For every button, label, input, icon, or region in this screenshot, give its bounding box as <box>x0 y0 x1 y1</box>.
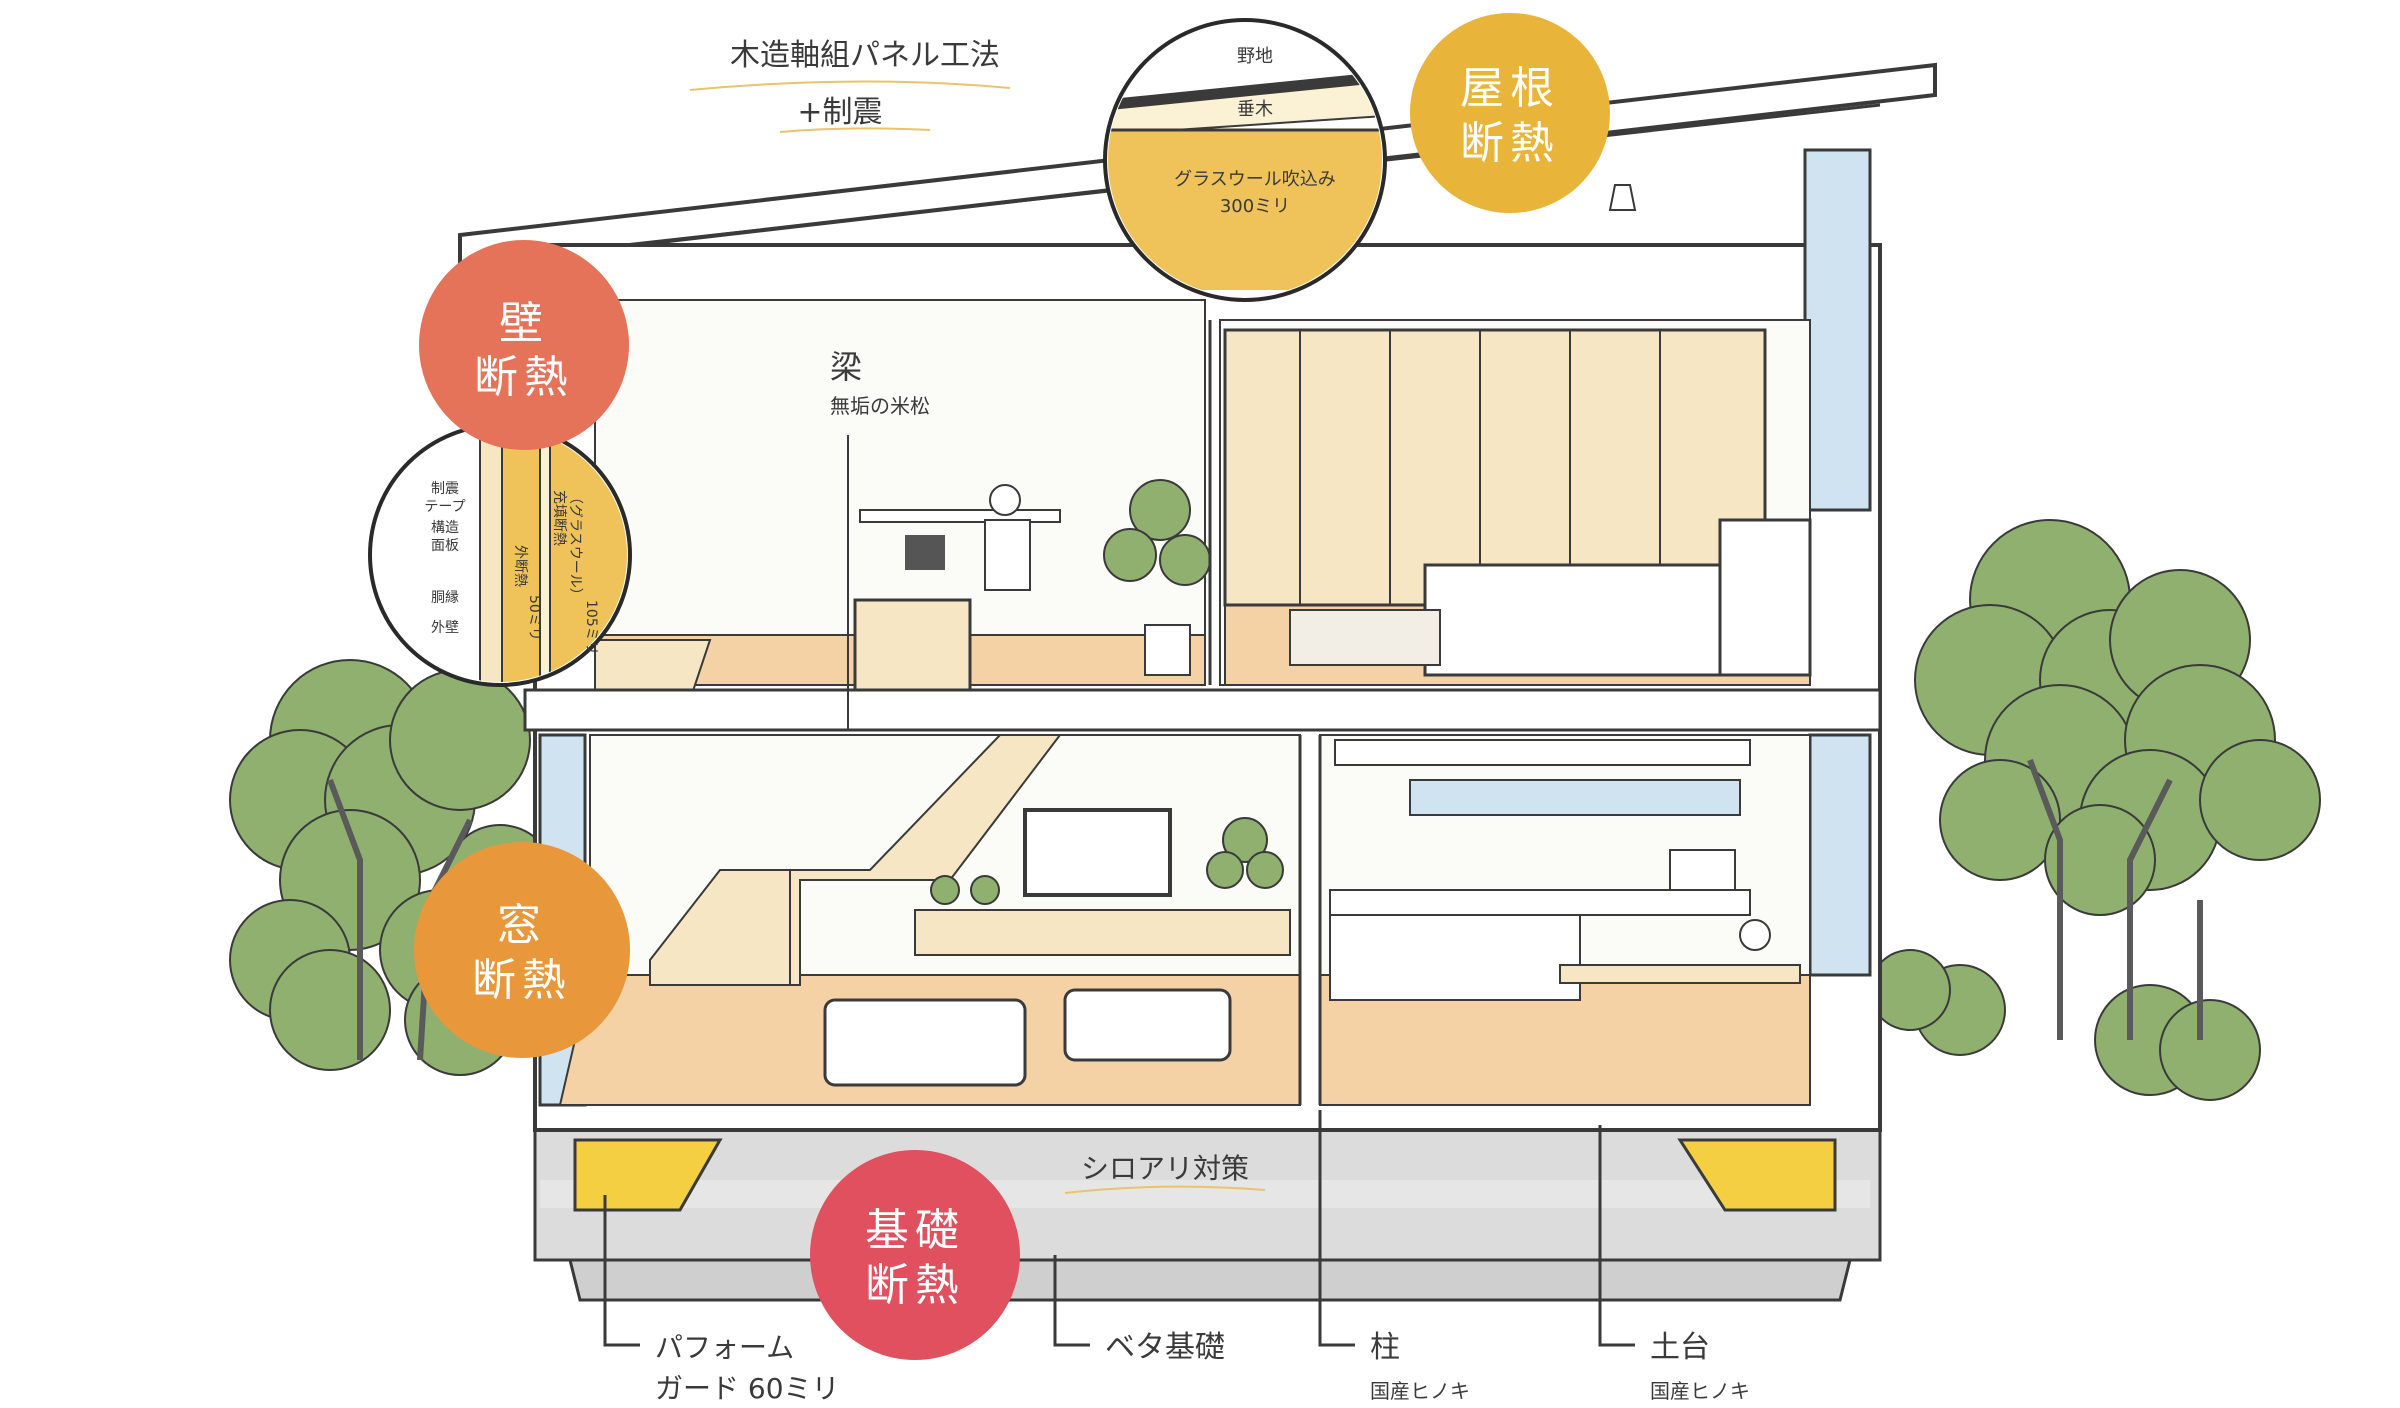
base-badge-line1: 基礎 <box>865 1205 965 1256</box>
right-trees <box>1869 519 2321 1101</box>
wall-detail: 制震 テープ 構造 面板 胴縁 外壁 外断熱 50ミリ 充填断熱 （グラスウール… <box>368 423 632 687</box>
wall-label-2: テープ <box>424 499 465 515</box>
termite-label: シロアリ対策 <box>1064 1152 1266 1194</box>
roof-fill-line2: 300ミリ <box>1220 196 1290 217</box>
pillar-label: 柱 国産ヒノキ <box>1370 1330 1470 1403</box>
window-badge-line1: 窓 <box>497 900 547 951</box>
perform-label: パフォーム ガード 60ミリ <box>655 1331 840 1405</box>
house-shell <box>458 62 1937 1132</box>
perform-line2: ガード 60ミリ <box>655 1372 840 1405</box>
roof-layer2: 垂木 <box>1237 99 1273 120</box>
pillar-sub: 国産ヒノキ <box>1370 1379 1470 1403</box>
method-title-line1: 木造軸組パネル工法 <box>730 38 1000 73</box>
beam-title: 梁 <box>830 348 862 386</box>
beam-sub: 無垢の米松 <box>830 394 930 418</box>
roof-fill-line1: グラスウール吹込み <box>1174 169 1336 190</box>
bottom-leaders <box>603 1110 1635 1347</box>
wall-label-6: 外壁 <box>431 620 459 636</box>
wall-inner-line3: 105ミリ <box>583 600 599 655</box>
window-badge: 窓 断熱 <box>414 842 630 1058</box>
termite-text: シロアリ対策 <box>1081 1152 1249 1185</box>
roof-badge-line2: 断熱 <box>1460 118 1560 169</box>
roof-detail: 野地 垂木 グラスウール吹込み 300ミリ <box>1103 18 1387 302</box>
beta-label: ベタ基礎 <box>1105 1330 1225 1365</box>
base-badge-line2: 断熱 <box>865 1260 965 1311</box>
method-title-line2: +制震 <box>797 95 882 130</box>
base-badge: 基礎 断熱 <box>810 1150 1020 1360</box>
beam-label: 梁 無垢の米松 <box>830 348 930 418</box>
roof-layer1: 野地 <box>1237 46 1273 67</box>
wall-inner-line2: （グラスウール） <box>567 490 583 602</box>
window-badge-line2: 断熱 <box>472 955 572 1006</box>
wall-label-5: 胴縁 <box>431 590 459 606</box>
pillar-title: 柱 <box>1370 1330 1400 1365</box>
wall-label-1: 制震 <box>431 481 459 497</box>
wall-outer-line2: 50ミリ <box>526 595 542 641</box>
wall-badge: 壁 断熱 <box>419 240 629 450</box>
roof-badge: 屋根 断熱 <box>1410 13 1610 213</box>
wall-label-3: 構造 <box>431 520 459 536</box>
sill-sub: 国産ヒノキ <box>1650 1379 1750 1403</box>
wall-inner-line1: 充填断熱 <box>551 490 567 546</box>
perform-line1: パフォーム <box>655 1331 794 1364</box>
wall-label-4: 面板 <box>431 538 459 554</box>
wall-outer-line1: 外断熱 <box>512 545 528 587</box>
roof-badge-line1: 屋根 <box>1460 63 1560 114</box>
sill-label: 土台 国産ヒノキ <box>1650 1330 1750 1403</box>
wall-badge-line2: 断熱 <box>474 352 574 403</box>
wall-badge-line1: 壁 <box>499 298 549 349</box>
method-title: 木造軸組パネル工法 +制震 <box>689 38 1011 133</box>
sill-title: 土台 <box>1650 1330 1710 1365</box>
